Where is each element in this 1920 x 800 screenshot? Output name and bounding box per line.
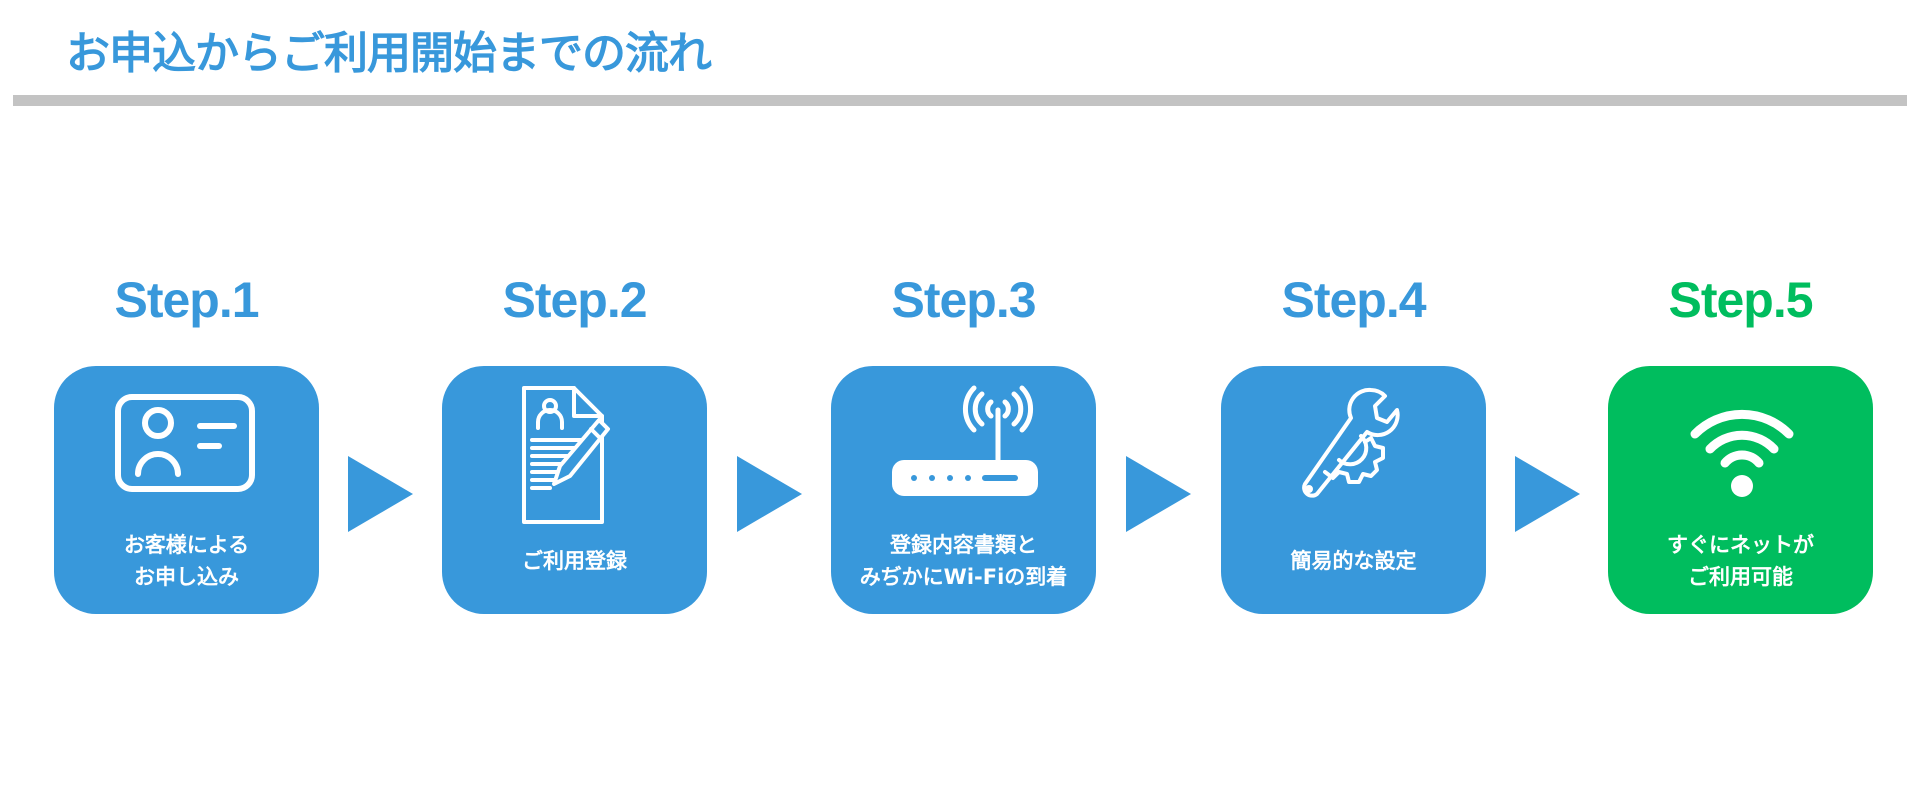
- arrow-right-icon: [1126, 456, 1191, 532]
- step-description-line: お客様による: [123, 533, 250, 557]
- step-label: Step.4: [1281, 272, 1426, 328]
- step-1: Step.1 お客様による お申し込み: [54, 270, 319, 614]
- step-description-line: すぐにネットが: [1667, 533, 1814, 557]
- step-label: Step.3: [891, 272, 1036, 328]
- step-description-line: ご利用登録: [522, 549, 627, 573]
- step-5: Step.5 すぐにネットが ご利用可能: [1608, 270, 1873, 614]
- id-card-icon: [115, 394, 255, 492]
- step-description: 簡易的な設定: [1221, 526, 1486, 596]
- step-label: Step.5: [1668, 272, 1813, 328]
- step-description: ご利用登録: [442, 526, 707, 596]
- arrow-right-icon: [348, 456, 413, 532]
- wrench-gear-icon: [1302, 387, 1400, 498]
- step-card: お客様による お申し込み: [54, 366, 319, 614]
- step-description: お客様による お申し込み: [54, 526, 319, 596]
- wifi-icon: [1690, 409, 1794, 497]
- step-label: Step.2: [502, 272, 647, 328]
- page-title: お申込からご利用開始までの流れ: [66, 28, 712, 79]
- arrow-right-icon: [737, 456, 802, 532]
- step-card: 簡易的な設定: [1221, 366, 1486, 614]
- step-description-line: 簡易的な設定: [1290, 549, 1417, 573]
- step-label: Step.1: [114, 272, 259, 328]
- step-description: 登録内容書類と みぢかにWi-Fiの到着: [831, 526, 1096, 596]
- document-pencil-icon: [522, 386, 610, 524]
- step-card: ご利用登録: [442, 366, 707, 614]
- title-divider: [13, 95, 1907, 106]
- step-2: Step.2 ご利用登録: [442, 270, 707, 614]
- step-description-line: お申し込み: [134, 565, 239, 589]
- wifi-router-icon: [892, 385, 1038, 496]
- step-3: Step.3 登録内容書類と みぢかにWi-Fiの到着: [831, 270, 1096, 614]
- step-description: すぐにネットが ご利用可能: [1608, 526, 1873, 596]
- step-description-line: みぢかにWi-Fiの到着: [859, 565, 1068, 589]
- step-card: 登録内容書類と みぢかにWi-Fiの到着: [831, 366, 1096, 614]
- step-4: Step.4 簡易的な設定: [1221, 270, 1486, 614]
- step-card: すぐにネットが ご利用可能: [1608, 366, 1873, 614]
- step-description-line: 登録内容書類と: [890, 533, 1037, 557]
- arrow-right-icon: [1515, 456, 1580, 532]
- step-description-line: ご利用可能: [1688, 565, 1793, 589]
